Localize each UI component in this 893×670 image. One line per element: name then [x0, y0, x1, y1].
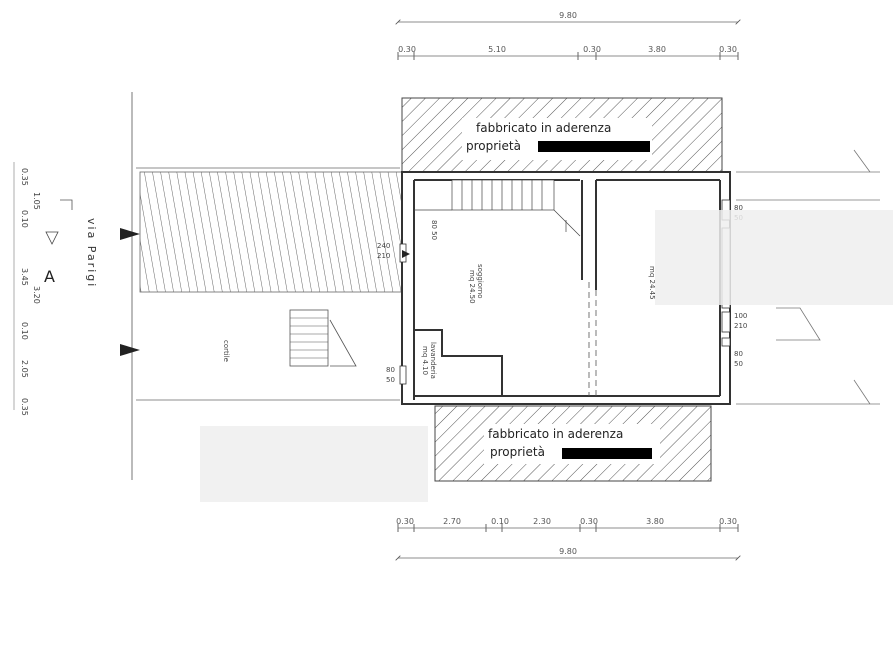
dim-bottom-seg: 2.70: [443, 517, 461, 526]
dim-left-seg: 0.35: [20, 168, 29, 186]
dim-left-seg: 1.05: [32, 192, 41, 210]
dim-top-seg: 3.80: [648, 45, 666, 54]
dim-top-seg: 5.10: [488, 45, 506, 54]
dim-left-seg: 2.05: [20, 360, 29, 378]
courtyard: cortile: [136, 167, 400, 401]
dim-bottom-seg: 0.30: [396, 517, 414, 526]
window-left: [399, 365, 407, 385]
section-marker-label: A: [44, 267, 55, 286]
dim-top-seg: 0.30: [398, 45, 416, 54]
dim-left-seg: 0.10: [20, 210, 29, 228]
dimension-bottom: 0.30 2.70 0.10 2.30 0.30 3.80 0.30 9.80: [396, 517, 738, 558]
neighbor-building-bottom: fabbricato in aderenza proprietà: [434, 405, 712, 482]
room-living-area: mq 24.50: [468, 270, 476, 304]
courtyard-label: cortile: [222, 340, 230, 362]
door-right: [721, 311, 731, 333]
entrance-arrow-icon: [120, 228, 140, 240]
neighbor-top-line1: fabbricato in aderenza: [476, 121, 611, 135]
door-height: 240: [377, 242, 390, 250]
dimension-top: 9.80 0.30 5.10 0.30 3.80 0.30: [398, 11, 738, 60]
neighbor-bottom-line2: proprietà: [490, 445, 545, 459]
door-right-h: 100: [734, 312, 747, 320]
room-laundry-name: lavanderia: [429, 342, 437, 379]
dim-bottom-seg: 2.30: [533, 517, 551, 526]
door-right-w: 210: [734, 322, 747, 330]
window-left-w: 50: [386, 376, 395, 384]
blurred-area: [655, 210, 893, 305]
dim-bottom-seg: 0.30: [719, 517, 737, 526]
room-right-area: mq 24.45: [648, 266, 656, 300]
stair-mark: 80 50: [430, 220, 438, 240]
neighbor-building-top: fabbricato in aderenza proprietà: [401, 97, 723, 173]
interior-stair: [414, 179, 581, 237]
porch-area: [139, 171, 403, 293]
door-arrow-icon: [402, 250, 410, 258]
dim-top-total: 9.80: [559, 11, 577, 20]
dimension-left: 0.35 1.05 0.10 3.45 3.20 0.10 2.05 0.35: [13, 162, 41, 416]
neighbor-bottom-line1: fabbricato in aderenza: [488, 427, 623, 441]
dim-bottom-total: 9.80: [559, 547, 577, 556]
neighbor-top-line2: proprietà: [466, 139, 521, 153]
door-width: 210: [377, 252, 390, 260]
room-laundry-area: mq 4.10: [421, 346, 429, 375]
dim-top-seg: 0.30: [583, 45, 601, 54]
window-right-2: [721, 337, 731, 347]
window-right-2-w: 50: [734, 360, 743, 368]
dim-left-seg: 0.35: [20, 398, 29, 416]
dim-left-seg: 3.45: [20, 268, 29, 286]
street-label: via Parigi: [85, 218, 98, 288]
entrance-arrow-icon: [120, 344, 140, 356]
dim-bottom-seg: 0.10: [491, 517, 509, 526]
dim-left-seg: 3.20: [32, 286, 41, 304]
room-living-name: soggiorno: [476, 264, 484, 299]
section-marker: A: [44, 199, 73, 286]
dim-left-seg: 0.10: [20, 322, 29, 340]
window-right-2-h: 80: [734, 350, 743, 358]
dim-top-seg: 0.30: [719, 45, 737, 54]
redacted-bar: [538, 141, 650, 152]
blurred-area: [200, 426, 428, 502]
dim-bottom-seg: 0.30: [580, 517, 598, 526]
window-left-h: 80: [386, 366, 395, 374]
rear-yard-lines: [736, 149, 880, 405]
dim-bottom-seg: 3.80: [646, 517, 664, 526]
redacted-bar: [562, 448, 652, 459]
window-right-1-h: 80: [734, 204, 743, 212]
